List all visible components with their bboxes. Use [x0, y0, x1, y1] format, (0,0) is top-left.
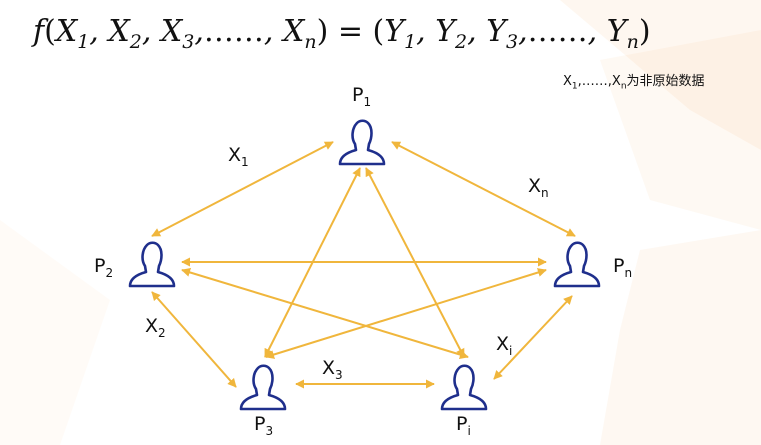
arrow-p2-p3	[151, 291, 237, 388]
party-label-p3: P3	[254, 413, 274, 438]
person-icon	[338, 119, 386, 166]
formula-input-2: X2	[108, 14, 142, 53]
formula-ellipsis-out: ……	[527, 14, 588, 49]
person-icon	[553, 241, 601, 288]
formula-input-n: Xn	[282, 14, 317, 53]
party-label-pn: Pn	[613, 255, 633, 280]
edge-label-x2: X2	[145, 315, 166, 340]
formula: f(X1, X2, X3,……, Xn) = (Y1, Y2, Y3,……, Y…	[33, 14, 651, 53]
note-text: 为非原始数据	[626, 74, 705, 89]
formula-input-3: X3	[160, 14, 195, 53]
edge-label-xn: Xn	[528, 175, 549, 200]
edge-label-x3: X3	[322, 357, 343, 382]
note: X1,……,Xn为非原始数据	[563, 74, 705, 92]
person-icon	[239, 364, 287, 411]
arrow-pn-pi	[493, 295, 573, 380]
arrow-pn-p3	[265, 268, 547, 359]
person-icon	[440, 364, 488, 411]
formula-output-1: Y1	[384, 14, 417, 53]
person-icon	[128, 241, 176, 288]
formula-output-3: Y3	[486, 14, 519, 53]
party-label-pi: Pi	[456, 413, 471, 438]
formula-output-2: Y2	[435, 14, 468, 53]
party-label-p2: P2	[94, 255, 114, 280]
party-label-p1: P1	[352, 84, 372, 109]
arrow-p1-p2	[151, 141, 334, 237]
formula-ellipsis-in: ……	[203, 14, 264, 49]
arrow-p1-pn	[391, 141, 576, 237]
formula-func: f	[33, 14, 45, 49]
formula-output-n: Yn	[606, 14, 639, 53]
formula-input-1: X1	[55, 14, 90, 53]
edge-label-xi: Xi	[496, 333, 513, 358]
edge-label-x1: X1	[228, 144, 249, 169]
